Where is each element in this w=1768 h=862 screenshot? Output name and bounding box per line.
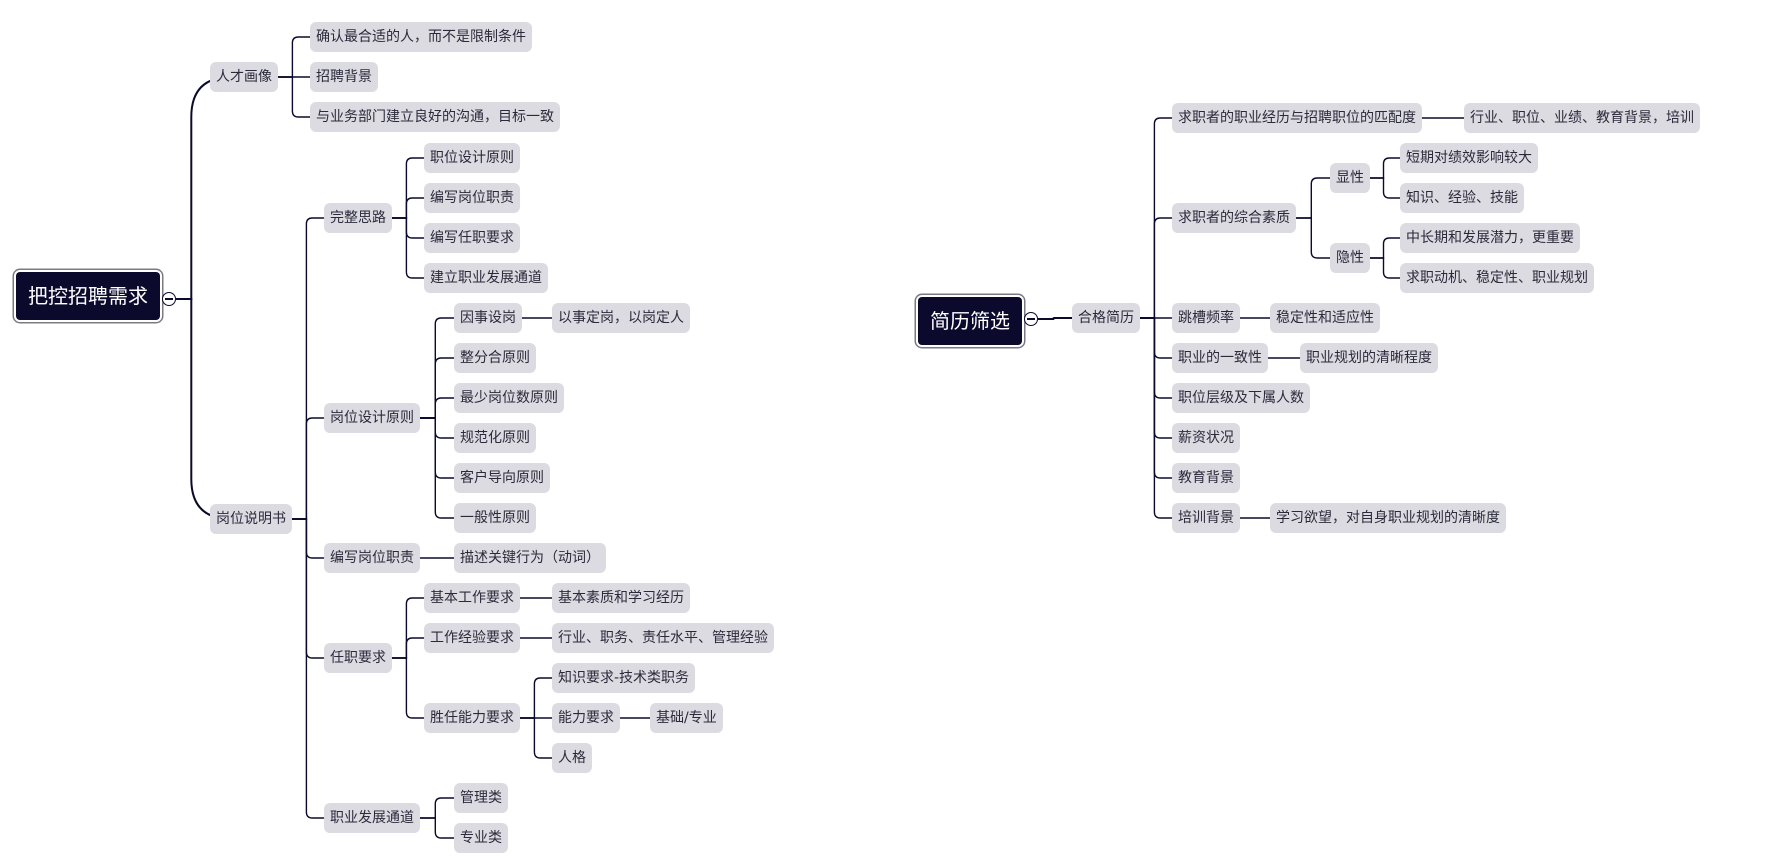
node-training-background[interactable]: 培训背景 bbox=[1172, 503, 1240, 533]
node-motivation-stability[interactable]: 求职动机、稳定性、职业规划 bbox=[1400, 263, 1594, 293]
connector-line bbox=[1296, 217, 1330, 259]
connector-line bbox=[392, 637, 424, 659]
node-management-track[interactable]: 管理类 bbox=[454, 783, 508, 813]
node-overall-quality[interactable]: 求职者的综合素质 bbox=[1172, 203, 1296, 233]
connector-line bbox=[292, 518, 324, 659]
node-set-post-by-task[interactable]: 因事设岗 bbox=[454, 303, 522, 333]
connector-line bbox=[420, 397, 454, 419]
connector-line bbox=[420, 417, 454, 519]
connector-line bbox=[392, 217, 424, 239]
connector-line bbox=[1370, 157, 1400, 179]
node-match-detail[interactable]: 行业、职位、业绩、教育背景，培训 bbox=[1464, 103, 1700, 133]
node-long-term-potential[interactable]: 中长期和发展潜力，更重要 bbox=[1400, 223, 1580, 253]
connector-line bbox=[392, 657, 424, 719]
connector-line bbox=[520, 717, 552, 759]
connector-line bbox=[1038, 317, 1072, 320]
node-career-development-channel[interactable]: 职业发展通道 bbox=[324, 803, 420, 833]
node-stability-adaptability[interactable]: 稳定性和适应性 bbox=[1270, 303, 1380, 333]
connector-line bbox=[392, 157, 424, 219]
node-experience-detail[interactable]: 行业、职务、责任水平、管理经验 bbox=[552, 623, 774, 653]
node-qualified-resume[interactable]: 合格简历 bbox=[1072, 303, 1140, 333]
connector-line bbox=[392, 197, 424, 219]
collapse-toggle-icon[interactable] bbox=[1024, 312, 1038, 326]
node-write-job-duties[interactable]: 编写岗位职责 bbox=[324, 543, 420, 573]
node-short-term-impact[interactable]: 短期对绩效影响较大 bbox=[1400, 143, 1538, 173]
node-generality-principle[interactable]: 一般性原则 bbox=[454, 503, 536, 533]
node-write-requirements[interactable]: 编写任职要求 bbox=[424, 223, 520, 253]
node-job-design-principles[interactable]: 岗位设计原则 bbox=[324, 403, 420, 433]
node-job-description[interactable]: 岗位说明书 bbox=[210, 504, 292, 534]
node-implicit[interactable]: 隐性 bbox=[1330, 243, 1370, 273]
connector-line bbox=[420, 357, 454, 419]
connector-line bbox=[1140, 317, 1172, 359]
connector-line bbox=[278, 36, 310, 78]
collapse-toggle-icon[interactable] bbox=[162, 292, 176, 306]
node-basic-work-requirements[interactable]: 基本工作要求 bbox=[424, 583, 520, 613]
node-knowledge-requirements[interactable]: 知识要求-技术类职务 bbox=[552, 663, 696, 693]
connector-line bbox=[420, 797, 454, 819]
node-basic-quality-education[interactable]: 基本素质和学习经历 bbox=[552, 583, 690, 613]
node-career-plan-clarity[interactable]: 职业规划的清晰程度 bbox=[1300, 343, 1438, 373]
node-competency-requirements[interactable]: 胜任能力要求 bbox=[424, 703, 520, 733]
node-education-background[interactable]: 教育背景 bbox=[1172, 463, 1240, 493]
node-position-design-principle[interactable]: 职位设计原则 bbox=[424, 143, 520, 173]
connector-line bbox=[1140, 117, 1172, 319]
node-complete-thinking[interactable]: 完整思路 bbox=[324, 203, 392, 233]
node-basic-professional[interactable]: 基础/专业 bbox=[650, 703, 723, 733]
node-position-level[interactable]: 职位层级及下属人数 bbox=[1172, 383, 1310, 413]
connector-line bbox=[420, 817, 454, 839]
node-standardization-principle[interactable]: 规范化原则 bbox=[454, 423, 536, 453]
node-customer-oriented-principle[interactable]: 客户导向原则 bbox=[454, 463, 550, 493]
connector-line bbox=[292, 518, 324, 819]
node-ability-requirements[interactable]: 能力要求 bbox=[552, 703, 620, 733]
node-career-consistency[interactable]: 职业的一致性 bbox=[1172, 343, 1268, 373]
connector-line bbox=[420, 417, 454, 439]
mindmap-root-demand[interactable]: 把控招聘需求 bbox=[16, 272, 160, 320]
node-integration-principle[interactable]: 整分合原则 bbox=[454, 343, 536, 373]
node-salary-status[interactable]: 薪资状况 bbox=[1172, 423, 1240, 453]
node-knowledge-experience-skills[interactable]: 知识、经验、技能 bbox=[1400, 183, 1524, 213]
connector-line bbox=[176, 298, 232, 520]
node-talent-profile[interactable]: 人才画像 bbox=[210, 62, 278, 92]
node-professional-track[interactable]: 专业类 bbox=[454, 823, 508, 853]
node-right-person[interactable]: 确认最合适的人，而不是限制条件 bbox=[310, 22, 532, 52]
connector-line bbox=[292, 217, 324, 520]
connector-line bbox=[1140, 217, 1172, 319]
node-work-experience-requirements[interactable]: 工作经验要求 bbox=[424, 623, 520, 653]
node-job-hopping-frequency[interactable]: 跳槽频率 bbox=[1172, 303, 1240, 333]
node-write-duties[interactable]: 编写岗位职责 bbox=[424, 183, 520, 213]
node-personality[interactable]: 人格 bbox=[552, 743, 592, 773]
node-explicit[interactable]: 显性 bbox=[1330, 163, 1370, 193]
connector-line bbox=[1370, 257, 1400, 279]
mindmap-root-resume[interactable]: 简历筛选 bbox=[918, 297, 1022, 345]
connector-line bbox=[1370, 177, 1400, 199]
connector-line bbox=[1140, 317, 1172, 439]
node-post-by-task-detail[interactable]: 以事定岗，以岗定人 bbox=[552, 303, 690, 333]
node-hiring-background[interactable]: 招聘背景 bbox=[310, 62, 378, 92]
connector-line bbox=[420, 317, 454, 419]
connector-line bbox=[1296, 177, 1330, 219]
node-learning-desire[interactable]: 学习欲望，对自身职业规划的清晰度 bbox=[1270, 503, 1506, 533]
connector-line bbox=[520, 677, 552, 719]
connector-line bbox=[1370, 237, 1400, 259]
node-business-communication[interactable]: 与业务部门建立良好的沟通，目标一致 bbox=[310, 102, 560, 132]
connector-line bbox=[278, 76, 310, 118]
node-key-behaviors[interactable]: 描述关键行为（动词） bbox=[454, 543, 606, 573]
connector-line bbox=[176, 76, 232, 300]
node-min-positions-principle[interactable]: 最少岗位数原则 bbox=[454, 383, 564, 413]
node-experience-match[interactable]: 求职者的职业经历与招聘职位的匹配度 bbox=[1172, 103, 1422, 133]
node-job-requirements[interactable]: 任职要求 bbox=[324, 643, 392, 673]
node-career-channel[interactable]: 建立职业发展通道 bbox=[424, 263, 548, 293]
connector-line bbox=[392, 217, 424, 279]
connector-line bbox=[420, 417, 454, 479]
connector-line bbox=[1140, 317, 1172, 519]
connector-line bbox=[292, 417, 324, 520]
connector-line bbox=[292, 518, 324, 559]
connector-line bbox=[392, 597, 424, 659]
